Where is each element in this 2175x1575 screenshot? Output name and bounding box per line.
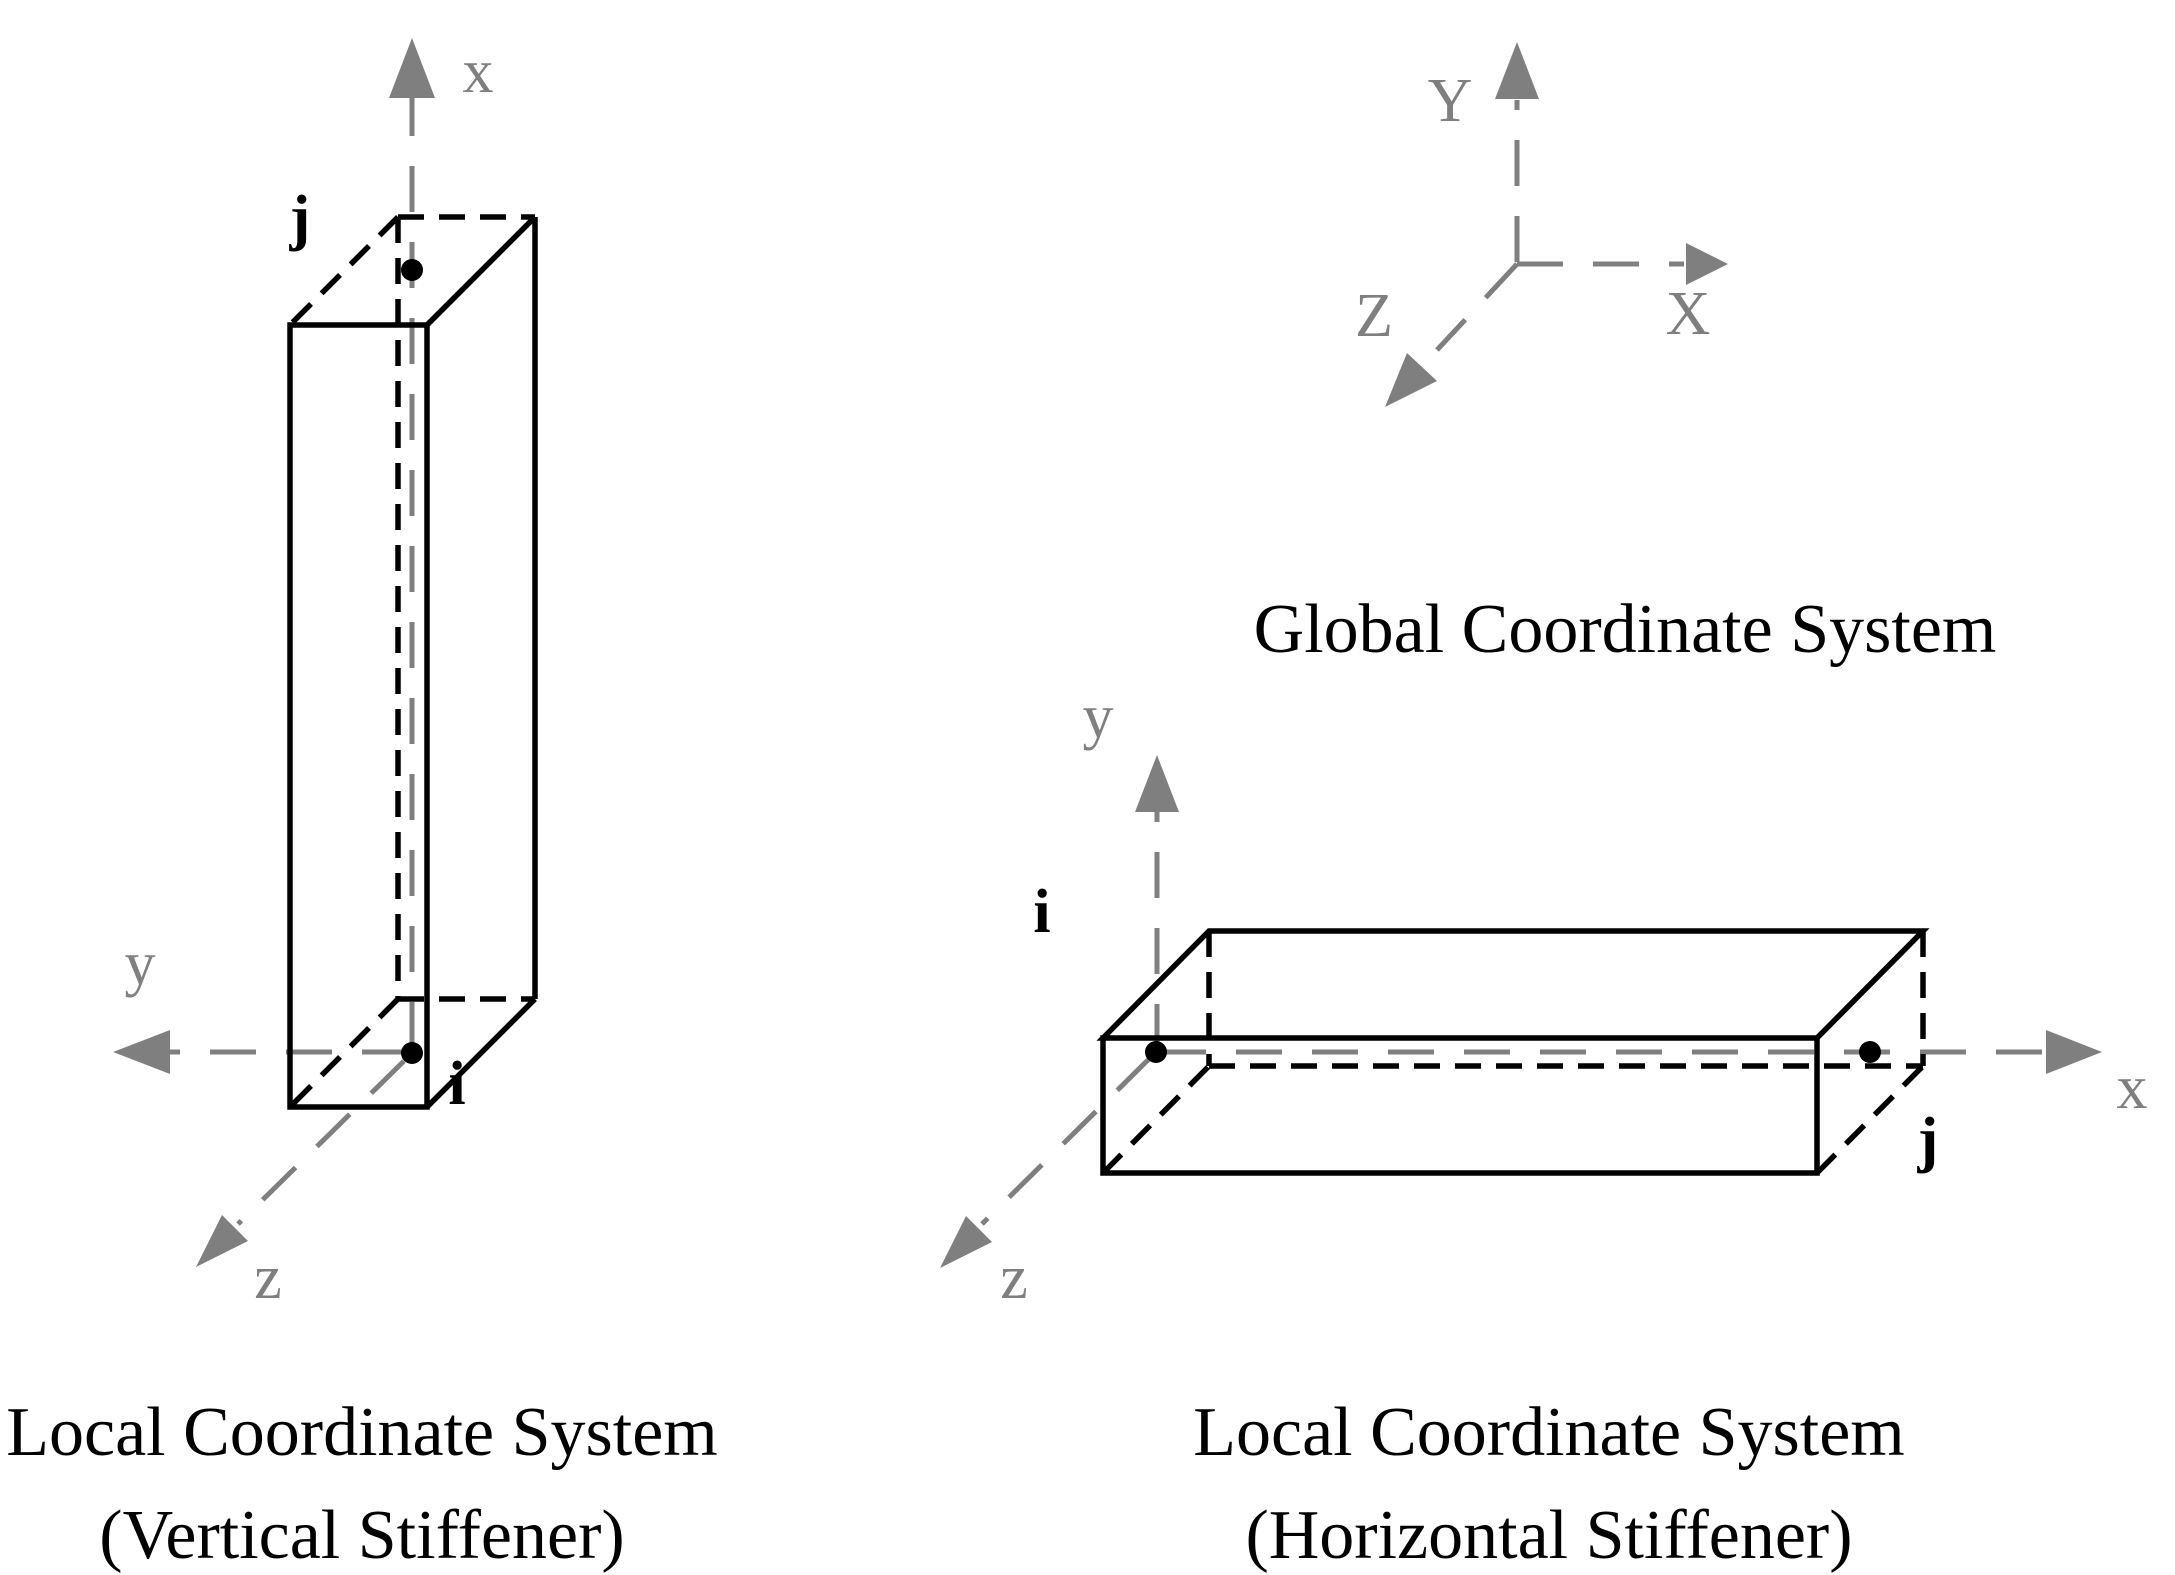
vertical-x-axis-arrowhead-icon bbox=[389, 38, 435, 98]
horizontal-node-j-dot bbox=[1859, 1041, 1881, 1063]
global-x-axis-arrowhead-icon bbox=[1686, 243, 1728, 285]
horizontal-z-axis-arrowhead-icon bbox=[940, 1216, 992, 1268]
vertical-node-j-label: j bbox=[289, 184, 311, 252]
global-z-axis-label: Z bbox=[1355, 282, 1393, 350]
vertical-box-hidden-edges bbox=[288, 214, 535, 1109]
horizontal-caption-line2: (Horizontal Stiffener) bbox=[1245, 1497, 1852, 1574]
vertical-caption-line2: (Vertical Stiffener) bbox=[99, 1497, 624, 1574]
vertical-z-axis-arrowhead-icon bbox=[196, 1215, 248, 1267]
global-x-axis-label: X bbox=[1666, 280, 1711, 348]
global-z-axis-line bbox=[1435, 262, 1519, 352]
vertical-box-solid-edges bbox=[287, 215, 538, 1110]
vertical-y-axis-arrowhead-icon bbox=[113, 1030, 170, 1074]
horizontal-y-axis-label: y bbox=[1083, 683, 1114, 751]
horizontal-node-j-label: j bbox=[1917, 1106, 1939, 1174]
vertical-node-i-dot bbox=[401, 1042, 423, 1064]
vertical-x-axis-label: x bbox=[463, 38, 494, 106]
horizontal-box-solid-edges bbox=[1096, 928, 1930, 1176]
global-coordinate-system: Y X Z Global Coordinate System bbox=[1254, 42, 1997, 668]
horizontal-node-i-label: i bbox=[1033, 878, 1050, 946]
vertical-z-axis-label: z bbox=[254, 1244, 282, 1312]
horizontal-caption-line1: Local Coordinate System bbox=[1193, 1394, 1905, 1471]
vertical-node-j-dot bbox=[401, 259, 423, 281]
global-z-axis-arrowhead-icon bbox=[1385, 353, 1437, 407]
horizontal-y-axis-arrowhead-icon bbox=[1135, 755, 1179, 812]
vertical-z-axis-line bbox=[236, 1059, 406, 1226]
horizontal-z-axis-label: z bbox=[1000, 1244, 1028, 1312]
horizontal-stiffener: y x z i j Local Coordinate System (Horiz… bbox=[940, 683, 2148, 1574]
global-y-axis-arrowhead-icon bbox=[1495, 42, 1539, 99]
horizontal-node-i-dot bbox=[1145, 1041, 1167, 1063]
global-caption: Global Coordinate System bbox=[1254, 591, 1997, 668]
vertical-stiffener: x y z j i Local Coordinate System (Verti… bbox=[6, 38, 718, 1574]
vertical-caption-line1: Local Coordinate System bbox=[6, 1394, 718, 1471]
horizontal-x-axis-arrowhead-icon bbox=[2046, 1030, 2102, 1074]
horizontal-z-axis-line bbox=[980, 1056, 1152, 1226]
global-y-axis-label: Y bbox=[1428, 67, 1473, 135]
vertical-node-i-label: i bbox=[448, 1050, 465, 1118]
horizontal-x-axis-label: x bbox=[2117, 1054, 2148, 1122]
vertical-y-axis-label: y bbox=[125, 930, 156, 998]
